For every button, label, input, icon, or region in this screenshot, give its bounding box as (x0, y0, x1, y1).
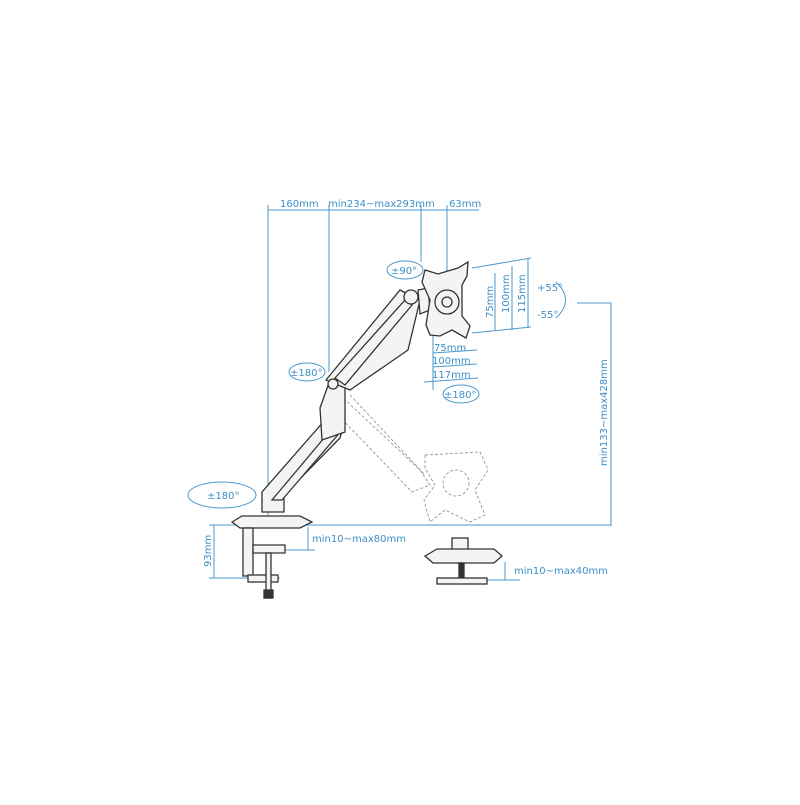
dim-vesa-v-75: 75mm (485, 286, 496, 318)
lowered-arm-ghost (334, 394, 489, 523)
elbow-swivel-label: ±180° (290, 368, 322, 379)
rotation-180-oval-base (187, 481, 257, 509)
monitor-arm (261, 260, 471, 513)
dim-160: 160mm (280, 199, 319, 210)
dim-plate-height: 115mm (517, 274, 528, 313)
rotation-180-oval-elbow (288, 362, 326, 382)
rotation-180-oval-head (442, 384, 480, 404)
tilt-up-label: +55° (537, 283, 563, 294)
grommet-mount (423, 537, 503, 585)
dim-vesa-v-100: 100mm (501, 274, 512, 313)
dim-63: 63mm (449, 199, 481, 210)
dim-height-range: min133~max428mm (599, 359, 610, 466)
dimension-lines (209, 205, 612, 581)
base-swivel-label: ±180° (207, 491, 239, 502)
dim-clamp-height: 93mm (203, 535, 214, 567)
desk-clamp (230, 515, 314, 599)
dim-clamp-desk: min10~max80mm (312, 534, 406, 545)
head-swivel-label: ±180° (444, 390, 476, 401)
head-rotation-label: ±90° (391, 266, 417, 277)
rotation-90-oval (386, 260, 424, 280)
tilt-down-label: -55° (537, 310, 558, 321)
dim-vesa-h-100: 100mm (432, 356, 471, 367)
dim-plate-width: 117mm (432, 370, 471, 381)
dim-vesa-h-75: 75mm (434, 343, 466, 354)
dim-grommet-desk: min10~max40mm (514, 566, 608, 577)
dim-arm-reach: min234~max293mm (328, 199, 435, 210)
